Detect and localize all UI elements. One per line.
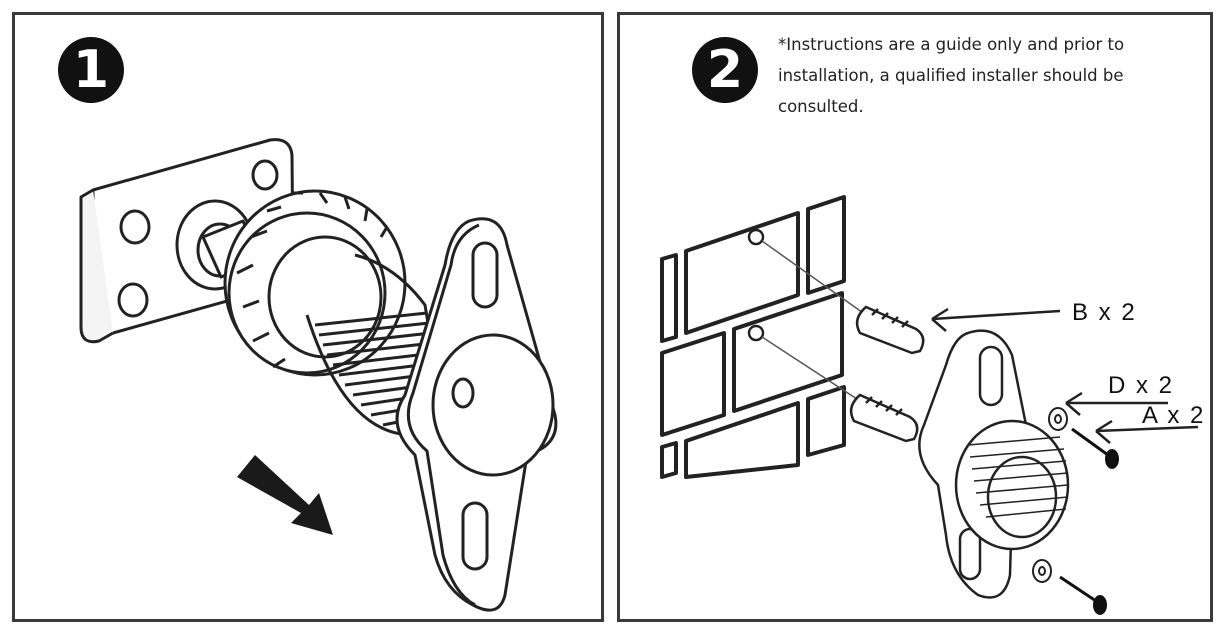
step-1-badge: 1: [58, 37, 124, 103]
washer-icon: [1032, 407, 1068, 583]
step-2-panel: 2 *Instructions are a guide only and pri…: [617, 12, 1213, 622]
arrow-icon: [237, 455, 333, 535]
wall-plug-icon: [849, 305, 925, 443]
part-label-a: A x 2: [1142, 402, 1205, 429]
mount-icon: [918, 329, 1070, 599]
part-label-b: B x 2: [1072, 299, 1137, 326]
disclaimer-note: *Instructions are a guide only and prior…: [778, 35, 1125, 116]
locking-ring-icon: [223, 189, 407, 377]
step-2-illustration: B x 2 D x 2 A x 2: [660, 195, 1205, 615]
step-1-panel: 1: [12, 12, 604, 622]
screw-icon: [1059, 427, 1119, 615]
brick-wall-icon: [660, 195, 846, 479]
part-label-d: D x 2: [1108, 372, 1174, 399]
step-1-illustration: [79, 138, 558, 612]
step-2-badge: 2: [692, 37, 758, 103]
mount-icon: [395, 217, 558, 612]
